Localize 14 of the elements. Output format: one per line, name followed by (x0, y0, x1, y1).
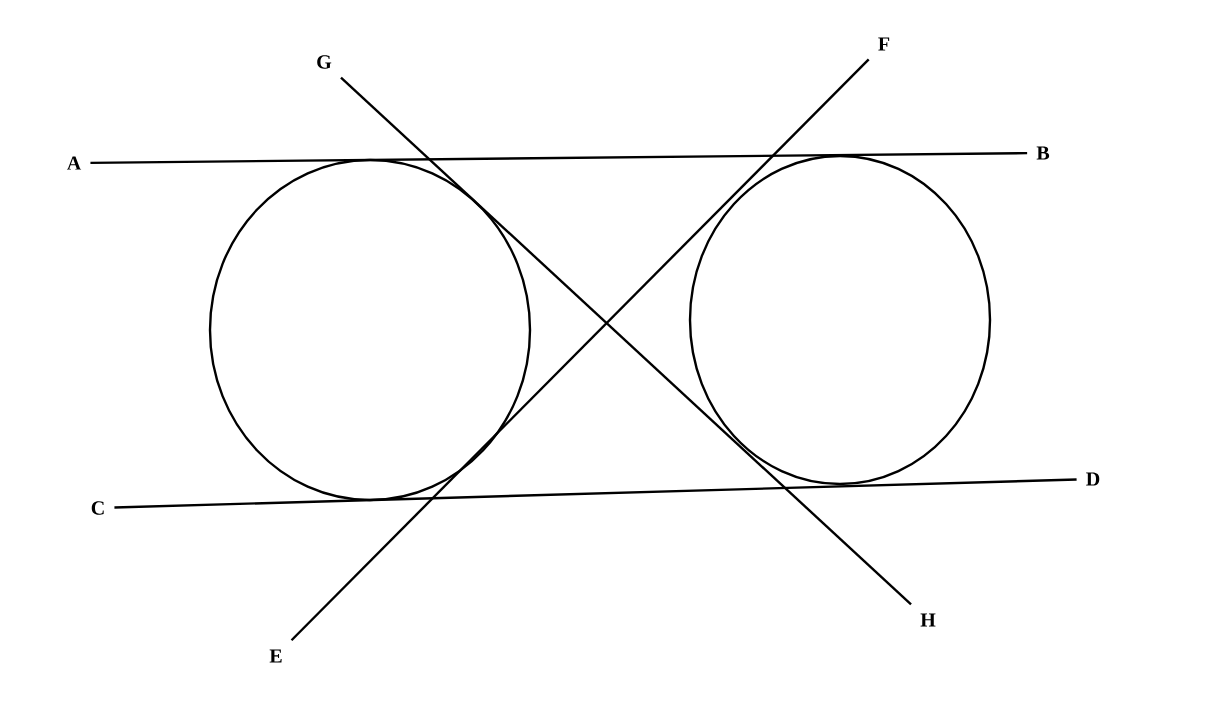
point-label: D (1086, 472, 1100, 486)
tangent-line (340, 76, 912, 606)
point-label: H (920, 613, 936, 627)
tangent-line (290, 58, 870, 642)
point-label: E (269, 649, 282, 663)
point-label: C (91, 501, 104, 515)
circle (208, 158, 532, 502)
point-label: F (878, 37, 890, 51)
point-label: A (66, 156, 82, 170)
point-label: B (1036, 146, 1050, 160)
point-label: G (317, 55, 332, 69)
circle (688, 154, 992, 486)
tangent-line (90, 151, 1028, 165)
tangent-line (114, 478, 1077, 509)
